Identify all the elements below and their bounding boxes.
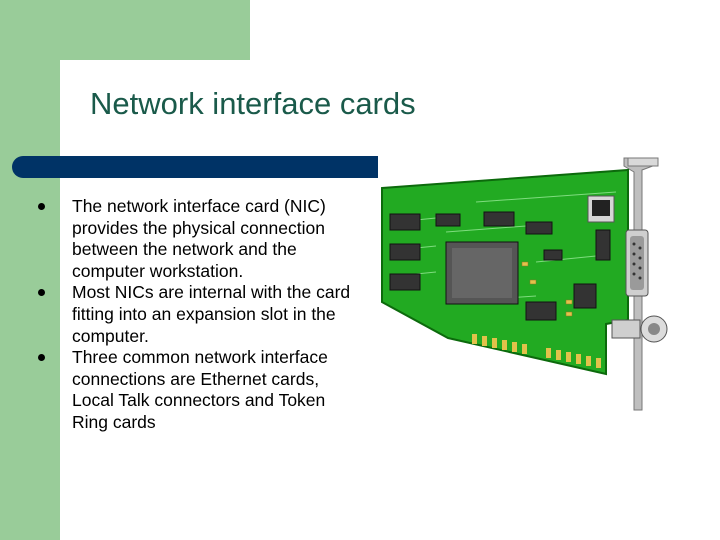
green-side-band — [0, 0, 60, 540]
bullet-item: The network interface card (NIC) provide… — [38, 196, 358, 282]
bullet-text: Most NICs are internal with the card fit… — [72, 282, 351, 346]
bullet-item: Three common network interface connectio… — [38, 347, 358, 433]
bullet-item: Most NICs are internal with the card fit… — [38, 282, 358, 347]
bullet-dot-icon — [38, 354, 45, 362]
green-top-band — [0, 0, 250, 60]
bullet-text: Three common network interface connectio… — [72, 347, 328, 432]
slide-title: Network interface cards — [90, 86, 416, 121]
bullet-dot-icon — [38, 203, 45, 210]
bullet-list: The network interface card (NIC) provide… — [38, 196, 358, 434]
title-underline-bar — [12, 156, 378, 178]
network-interface-card-image — [381, 157, 668, 411]
bullet-text: The network interface card (NIC) provide… — [72, 196, 326, 281]
bullet-dot-icon — [38, 289, 45, 297]
